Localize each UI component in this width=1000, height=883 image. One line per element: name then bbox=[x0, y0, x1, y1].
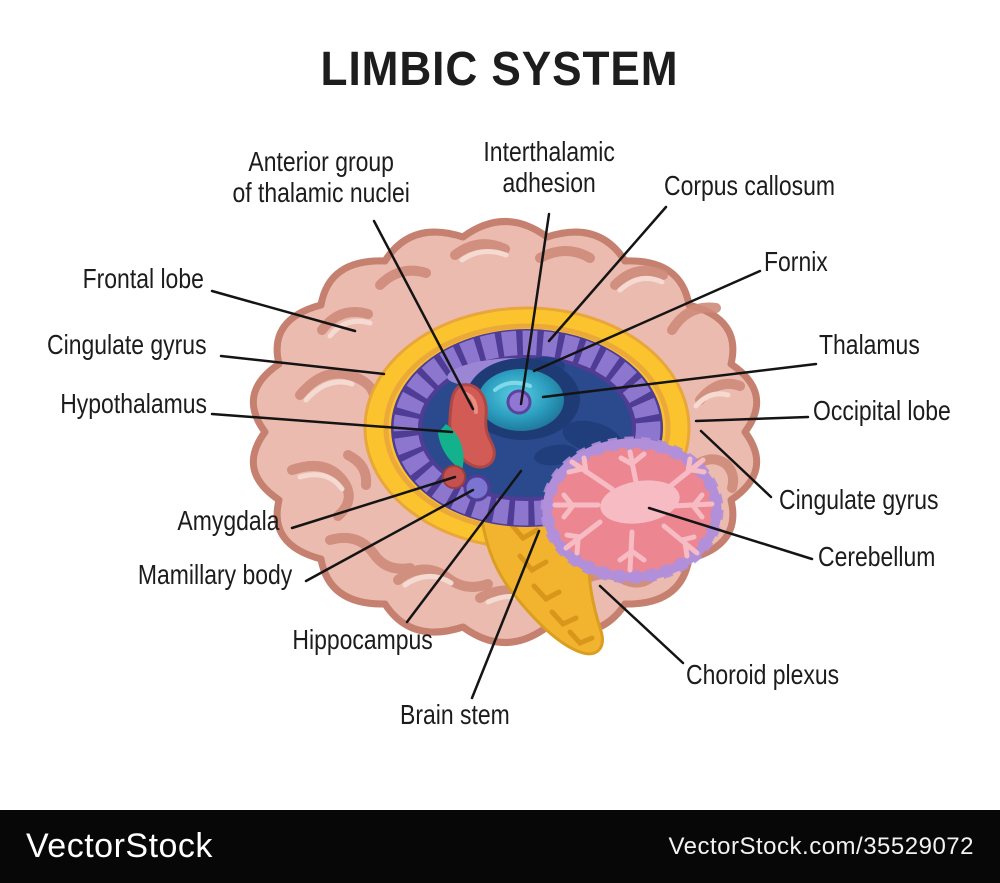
leader-lines bbox=[210, 205, 818, 700]
label-cerebellum: Cerebellum bbox=[818, 541, 936, 572]
mamillary-body-shape bbox=[463, 474, 491, 502]
leader-interthalamic bbox=[519, 212, 551, 406]
label-frontal-lobe: Frontal lobe bbox=[82, 263, 204, 294]
leader-mamillary-body bbox=[304, 488, 475, 583]
interthalamic-adhesion-shape bbox=[506, 389, 532, 415]
label-thalamus: Thalamus bbox=[819, 329, 920, 360]
label-hypothalamus: Hypothalamus bbox=[60, 388, 207, 419]
page-title: LIMBIC SYSTEM bbox=[321, 43, 679, 96]
hypothalamus-shape bbox=[438, 424, 464, 470]
leader-hypothalamus bbox=[210, 412, 454, 434]
label-cingulate-gyrus-left: Cingulate gyrus bbox=[47, 329, 207, 360]
watermark-brand: VectorStock bbox=[26, 827, 213, 865]
brain-illustration bbox=[210, 205, 818, 700]
leader-brain-stem bbox=[470, 529, 541, 700]
leader-cerebellum bbox=[647, 506, 814, 561]
label-fornix: Fornix bbox=[764, 246, 828, 277]
label-choroid-plexus: Choroid plexus bbox=[686, 659, 840, 690]
label-occipital-lobe: Occipital lobe bbox=[813, 395, 951, 426]
leader-frontal-lobe bbox=[210, 289, 357, 333]
leader-occipital-lobe bbox=[694, 415, 810, 423]
cerebellum-shape bbox=[540, 436, 724, 584]
label-brain-stem: Brain stem bbox=[400, 699, 510, 730]
watermark-url: VectorStock.com/35529072 bbox=[668, 832, 974, 860]
leader-hippocampus bbox=[405, 469, 523, 624]
watermark-bar: VectorStock VectorStock.com/35529072 bbox=[0, 810, 1000, 883]
leader-thalamus bbox=[541, 362, 818, 399]
leader-cingulate-left bbox=[219, 354, 386, 376]
leader-corpus-callosum bbox=[547, 205, 668, 343]
label-amygdala: Amygdala bbox=[177, 505, 280, 536]
leader-choroid-plexus bbox=[598, 584, 685, 665]
label-anterior-group: Anterior group of thalamic nuclei bbox=[232, 146, 410, 209]
leader-fornix bbox=[532, 269, 762, 373]
label-mamillary-body: Mamillary body bbox=[137, 559, 292, 590]
label-corpus-callosum: Corpus callosum bbox=[664, 170, 835, 201]
label-cingulate-gyrus-right: Cingulate gyrus bbox=[779, 484, 939, 515]
leader-amygdala bbox=[290, 475, 457, 530]
leader-cingulate-right bbox=[699, 429, 773, 499]
label-interthalamic-adhesion: Interthalamic adhesion bbox=[483, 136, 615, 199]
label-hippocampus: Hippocampus bbox=[292, 624, 433, 655]
leader-anterior-group bbox=[372, 219, 475, 411]
